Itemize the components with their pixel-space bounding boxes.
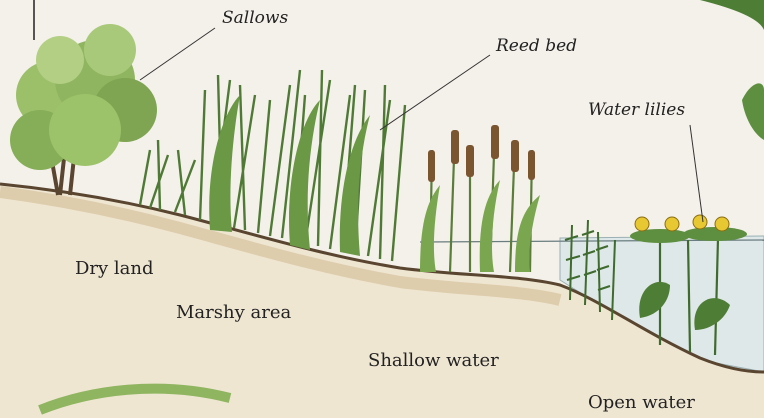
label-water-lilies: Water lilies [588,100,685,120]
label-reed-bed: Reed bed [496,36,577,56]
label-shallow-water: Shallow water [368,350,499,371]
label-open-water: Open water [588,392,695,413]
edge-leaf [742,83,764,140]
sallow-bush [10,24,157,195]
bulrushes [420,125,540,272]
label-dry-land: Dry land [75,258,154,279]
reed-bed-leader-line [380,55,490,130]
water-lilies-leader-line [690,125,703,222]
label-sallows: Sallows [222,8,288,28]
sallows-leader-line [140,28,215,80]
corner-foliage [700,0,764,30]
label-marshy-area: Marshy area [176,302,291,323]
